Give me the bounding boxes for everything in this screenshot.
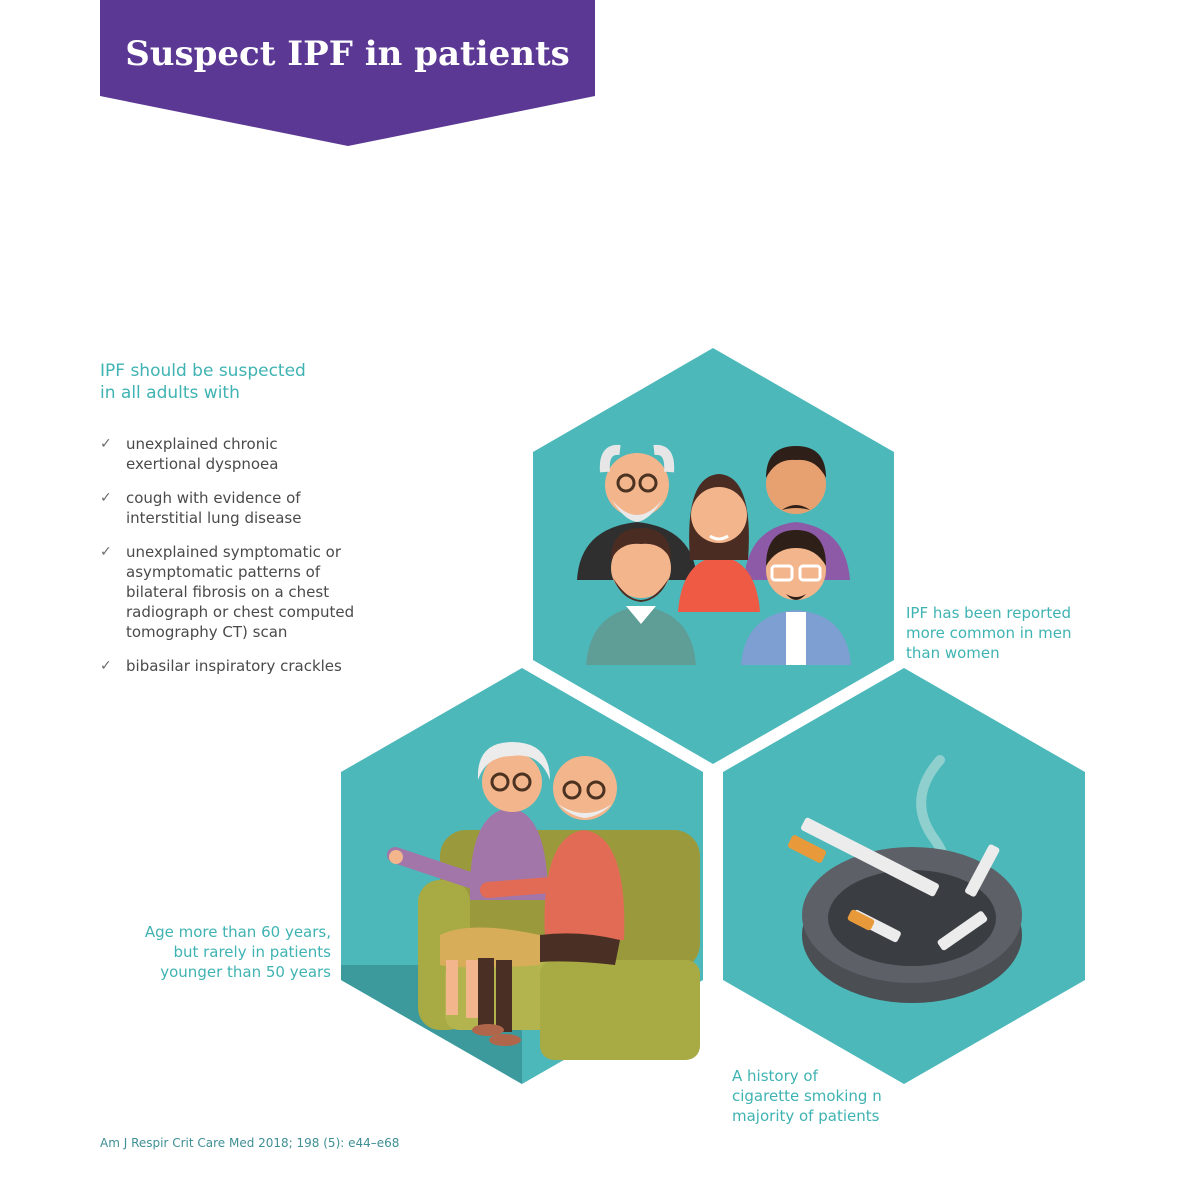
header-banner: Suspect IPF in patients (100, 0, 595, 146)
elderly-couple-on-sofa-illustration (387, 742, 700, 1060)
criteria-line: radiograph or chest computed (126, 603, 355, 621)
caption-line: but rarely in patients (173, 943, 331, 961)
caption-line: younger than 50 years (160, 963, 331, 981)
caption-line: majority of patients (732, 1107, 880, 1125)
criteria-item: ✓ bibasilar inspiratory crackles (100, 656, 420, 676)
citation: Am J Respir Crit Care Med 2018; 198 (5):… (100, 1136, 400, 1150)
caption-line: cigarette smoking n (732, 1087, 882, 1105)
criteria-line: interstitial lung disease (126, 509, 302, 527)
caption-line: Age more than 60 years, (144, 923, 331, 941)
smoking-hexagon (723, 668, 1085, 1084)
banner-shape (100, 0, 595, 146)
check-icon: ✓ (100, 658, 112, 674)
criteria-item: ✓ unexplained symptomatic or asymptomati… (100, 542, 420, 642)
intro-text: IPF should be suspected in all adults wi… (100, 360, 400, 404)
caption-line: IPF has been reported (906, 604, 1071, 622)
people-hexagon (533, 348, 894, 764)
page-title: Suspect IPF in patients (125, 34, 570, 74)
criteria-line: unexplained symptomatic or (126, 543, 342, 561)
criteria-item: ✓ unexplained chronic exertional dyspnoe… (100, 434, 420, 474)
criteria-line: unexplained chronic (126, 435, 278, 453)
criteria-line: bibasilar inspiratory crackles (126, 657, 342, 675)
caption-line: than women (906, 644, 1000, 662)
caption-men: IPF has been reported more common in men… (906, 603, 1126, 663)
criteria-line: bilateral fibrosis on a chest (126, 583, 330, 601)
caption-line: more common in men (906, 624, 1072, 642)
intro-line: in all adults with (100, 383, 240, 403)
criteria-item: ✓ cough with evidence of interstitial lu… (100, 488, 420, 528)
intro-line: IPF should be suspected (100, 361, 306, 381)
criteria-line: exertional dyspnoea (126, 455, 279, 473)
group-of-people-illustration (577, 444, 851, 665)
check-icon: ✓ (100, 490, 112, 506)
check-icon: ✓ (100, 436, 112, 452)
criteria-list: ✓ unexplained chronic exertional dyspnoe… (100, 434, 420, 690)
check-icon: ✓ (100, 544, 112, 560)
ashtray-with-cigarettes-illustration (787, 755, 1022, 1003)
caption-line: A history of (732, 1067, 818, 1085)
criteria-line: asymptomatic patterns of (126, 563, 321, 581)
caption-smoking: A history of cigarette smoking n majorit… (732, 1066, 952, 1126)
couple-hexagon (341, 668, 703, 1084)
criteria-line: cough with evidence of (126, 489, 301, 507)
criteria-line: tomography CT) scan (126, 623, 288, 641)
caption-age: Age more than 60 years, but rarely in pa… (96, 922, 331, 982)
